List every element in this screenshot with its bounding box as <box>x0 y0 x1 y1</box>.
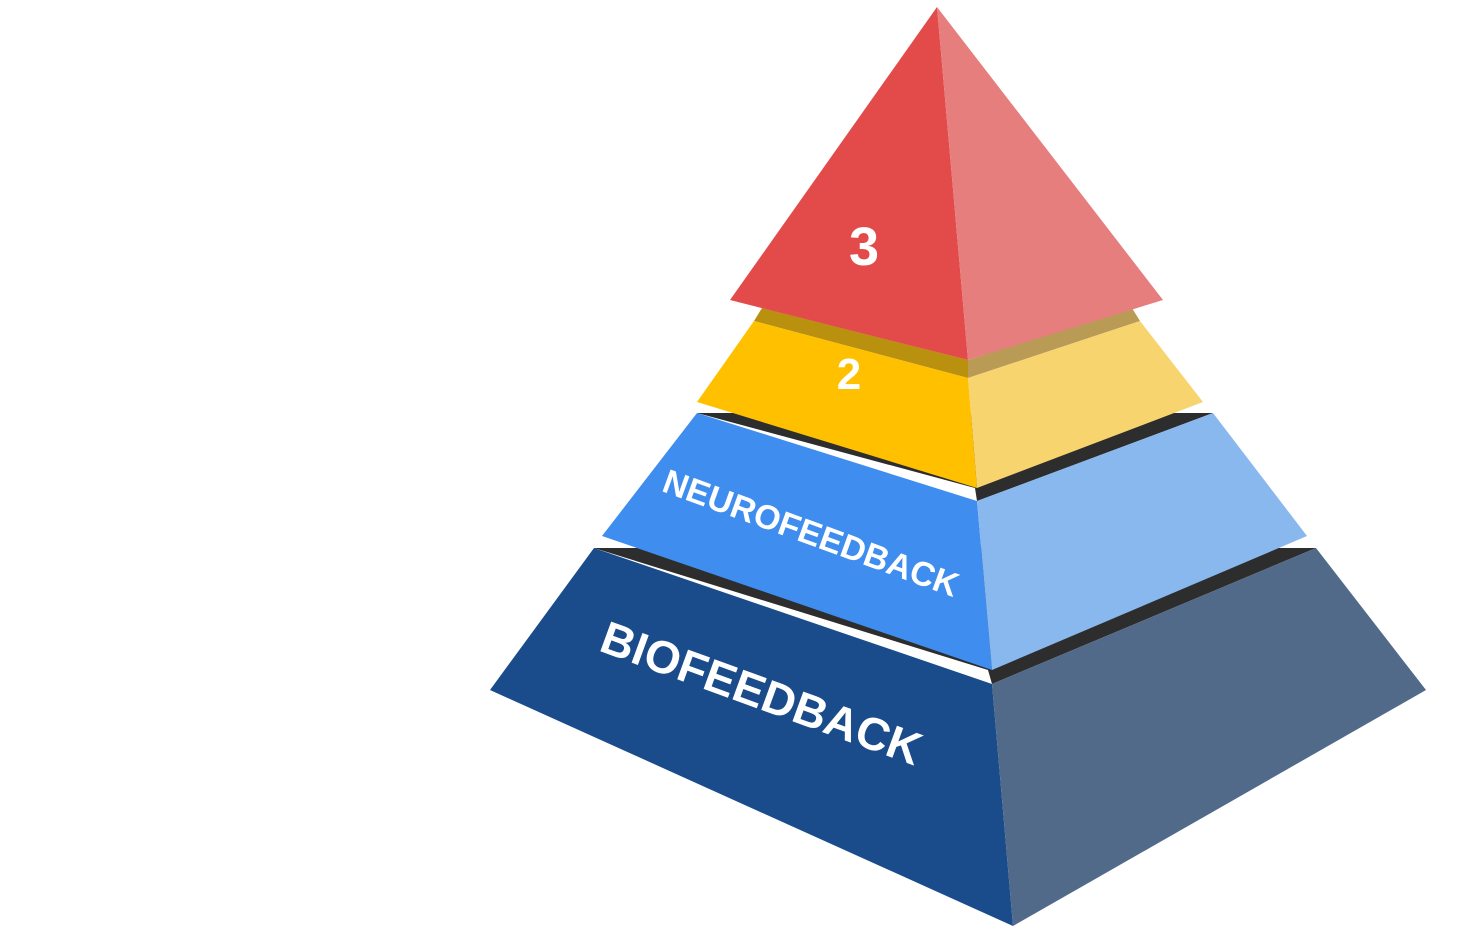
layer-neurofeedback-front-face <box>602 413 992 670</box>
layer-3-front-face <box>730 7 968 360</box>
layer-3-side-face <box>937 7 1163 360</box>
layer-2-top-edge-side <box>968 308 1140 378</box>
layer-2-side-face <box>968 321 1203 488</box>
layer-2-top-edge <box>754 308 968 378</box>
layer-2-label: 2 <box>837 350 861 399</box>
layer-neurofeedback: NEUROFEEDBACK <box>602 413 1307 670</box>
layer-3: 3 <box>730 7 1163 360</box>
layer-2: 2 <box>697 308 1203 488</box>
layer-neurofeedback-side-face <box>977 413 1307 670</box>
layer-biofeedback-front-face <box>490 548 1013 926</box>
layer-3-label: 3 <box>849 217 879 277</box>
layer-2-front-face <box>697 321 977 488</box>
layer-biofeedback-side-face <box>992 548 1426 926</box>
